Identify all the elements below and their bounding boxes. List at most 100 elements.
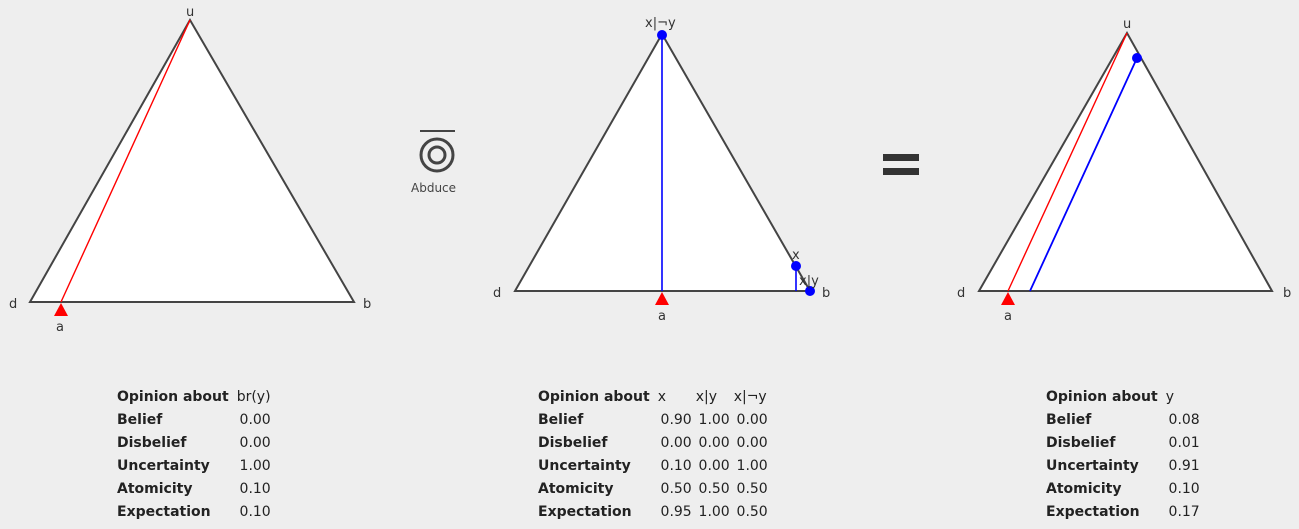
table-row: Uncertainty 1.00 — [117, 455, 275, 478]
table-row: Belief 0.00 — [117, 409, 275, 432]
triangle-2-vertex-b: b — [822, 286, 830, 301]
row-value: 0.10 — [1168, 481, 1200, 497]
opinion-triangle-1[interactable]: u d b a — [9, 5, 371, 335]
table-row: Expectation 0.95 1.00 0.50 — [538, 501, 772, 524]
triangle-2-vertex-d: d — [493, 286, 501, 301]
row-value: 0.00 — [698, 435, 730, 451]
row-label: Disbelief — [1046, 435, 1116, 451]
triangle-3-base-rate-marker[interactable] — [1001, 292, 1015, 305]
row-label: Disbelief — [117, 435, 187, 451]
triangle-2-point-label-x-not-y: x|¬y — [645, 16, 676, 31]
row-value: 0.00 — [660, 435, 692, 451]
row-value: 0.08 — [1168, 412, 1200, 428]
row-label: Expectation — [117, 504, 211, 520]
table-row: Expectation 0.10 — [117, 501, 275, 524]
table-column-header: y — [1165, 389, 1174, 405]
triangle-1-base-rate-line — [60, 19, 191, 303]
triangle-2-base-rate-marker[interactable] — [655, 292, 669, 305]
row-value: 1.00 — [698, 412, 730, 428]
row-label: Atomicity — [538, 481, 614, 497]
triangle-3-vertex-b: b — [1283, 286, 1291, 301]
triangle-2-point-x-not-y[interactable] — [657, 30, 667, 40]
abduce-operator[interactable]: Abduce — [411, 130, 456, 195]
opinion-table-1: Opinion about br(y) Belief 0.00 Disbelie… — [117, 386, 275, 524]
triangle-1-vertex-b: b — [363, 297, 371, 312]
row-value: 0.00 — [239, 435, 271, 451]
row-label: Atomicity — [1046, 481, 1122, 497]
table-header-row: Opinion about x x|y x|¬y — [538, 386, 772, 409]
opinion-triangle-3[interactable]: u d b a — [957, 17, 1291, 324]
table-column-header: x|¬y — [733, 389, 767, 405]
opinion-triangle-2[interactable]: x|¬y x x|y d b a — [493, 16, 830, 324]
row-value: 0.01 — [1168, 435, 1200, 451]
row-label: Uncertainty — [1046, 458, 1139, 474]
triangle-3-base-rate-label: a — [1004, 309, 1012, 324]
triangle-3-point-y[interactable] — [1132, 53, 1142, 63]
table-header-row: Opinion about y — [1046, 386, 1204, 409]
row-value: 0.00 — [736, 412, 768, 428]
opinion-table-3: Opinion about y Belief 0.08 Disbelief 0.… — [1046, 386, 1204, 524]
row-label: Belief — [117, 412, 163, 428]
row-value: 0.50 — [698, 481, 730, 497]
table-row: Disbelief 0.00 0.00 0.00 — [538, 432, 772, 455]
row-value: 0.50 — [736, 481, 768, 497]
triangle-2-point-label-x-given-y: x|y — [799, 274, 819, 289]
row-label: Expectation — [1046, 504, 1140, 520]
table-column-header: x — [657, 389, 666, 405]
triangle-2-point-x[interactable] — [791, 261, 801, 271]
table-row: Atomicity 0.50 0.50 0.50 — [538, 478, 772, 501]
triangle-1-base-rate-marker[interactable] — [54, 303, 68, 316]
table-row: Belief 0.90 1.00 0.00 — [538, 409, 772, 432]
triangle-1-vertex-u: u — [186, 5, 194, 20]
row-value: 0.90 — [660, 412, 692, 428]
table-header-row: Opinion about br(y) — [117, 386, 275, 409]
row-label: Atomicity — [117, 481, 193, 497]
triangle-2-base-rate-label: a — [658, 309, 666, 324]
triangle-3-vertex-u: u — [1123, 17, 1131, 32]
triangle-1-vertex-d: d — [9, 297, 17, 312]
opinion-table-2: Opinion about x x|y x|¬y Belief 0.90 1.0… — [538, 386, 772, 524]
row-value: 0.17 — [1168, 504, 1200, 520]
row-value: 0.10 — [239, 504, 271, 520]
equals-icon — [883, 154, 919, 175]
table-header-label: Opinion about — [1046, 389, 1158, 405]
row-value: 0.50 — [660, 481, 692, 497]
table-row: Atomicity 0.10 — [117, 478, 275, 501]
row-value: 1.00 — [698, 504, 730, 520]
triangle-3-base-rate-line — [1007, 32, 1128, 292]
table-row: Disbelief 0.00 — [117, 432, 275, 455]
table-column-header: x|y — [695, 389, 717, 405]
row-label: Belief — [1046, 412, 1092, 428]
table-row: Atomicity 0.10 — [1046, 478, 1204, 501]
row-value: 0.95 — [660, 504, 692, 520]
row-value: 0.50 — [736, 504, 768, 520]
row-label: Uncertainty — [538, 458, 631, 474]
row-label: Disbelief — [538, 435, 608, 451]
table-row: Disbelief 0.01 — [1046, 432, 1204, 455]
row-value: 1.00 — [736, 458, 768, 474]
table-row: Belief 0.08 — [1046, 409, 1204, 432]
row-value: 1.00 — [239, 458, 271, 474]
table-column-header: br(y) — [236, 389, 271, 405]
row-value: 0.00 — [698, 458, 730, 474]
triangle-3-opinion-line — [1029, 57, 1138, 292]
triangle-2-point-label-x: x — [792, 248, 800, 263]
triangle-1-base-rate-label: a — [56, 320, 64, 335]
table-header-label: Opinion about — [538, 389, 650, 405]
abduce-label: Abduce — [411, 181, 456, 195]
row-value: 0.10 — [239, 481, 271, 497]
row-value: 0.00 — [736, 435, 768, 451]
row-label: Expectation — [538, 504, 632, 520]
triangle-3-vertex-d: d — [957, 286, 965, 301]
triangle-3-outline — [977, 30, 1274, 292]
triangle-1-outline — [28, 17, 356, 303]
triangle-2-point-x-given-y[interactable] — [805, 286, 815, 296]
table-row: Expectation 0.17 — [1046, 501, 1204, 524]
row-value: 0.00 — [239, 412, 271, 428]
row-label: Belief — [538, 412, 584, 428]
table-row: Uncertainty 0.91 — [1046, 455, 1204, 478]
row-value: 0.10 — [660, 458, 692, 474]
table-row: Uncertainty 0.10 0.00 1.00 — [538, 455, 772, 478]
abduce-icon[interactable] — [419, 130, 455, 173]
